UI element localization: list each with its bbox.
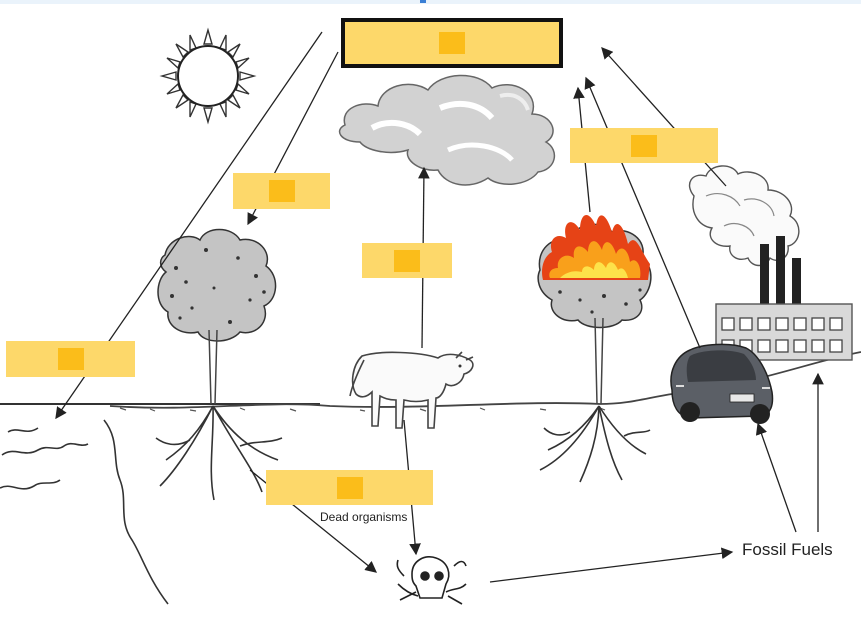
sun-icon xyxy=(159,27,257,125)
blank-chip xyxy=(394,249,420,272)
ocean-icon xyxy=(0,419,169,605)
top-marker xyxy=(420,0,426,3)
blank-photosynthesis[interactable] xyxy=(233,173,330,209)
blank-atmosphere[interactable] xyxy=(341,18,563,68)
cow-icon xyxy=(349,351,474,429)
car-icon xyxy=(670,343,774,424)
blank-chip xyxy=(57,348,84,370)
burning-tree-icon xyxy=(537,214,652,483)
blank-respiration[interactable] xyxy=(362,243,452,278)
top-strip xyxy=(0,0,861,4)
skull-icon xyxy=(396,556,467,605)
factory-icon xyxy=(688,165,853,361)
tree-icon xyxy=(155,228,283,501)
blank-chip xyxy=(631,134,657,157)
fossil-fuels-label: Fossil Fuels xyxy=(742,540,833,559)
ground-line xyxy=(0,351,861,412)
blank-ocean[interactable] xyxy=(6,341,135,377)
blank-combustion[interactable] xyxy=(570,128,718,163)
cloud-icon xyxy=(338,74,556,186)
blank-decomposition[interactable] xyxy=(266,470,433,505)
blank-chip xyxy=(439,32,465,54)
dead-organisms-label: Dead organisms xyxy=(320,510,408,524)
blank-chip xyxy=(268,180,295,202)
blank-chip xyxy=(336,476,363,499)
